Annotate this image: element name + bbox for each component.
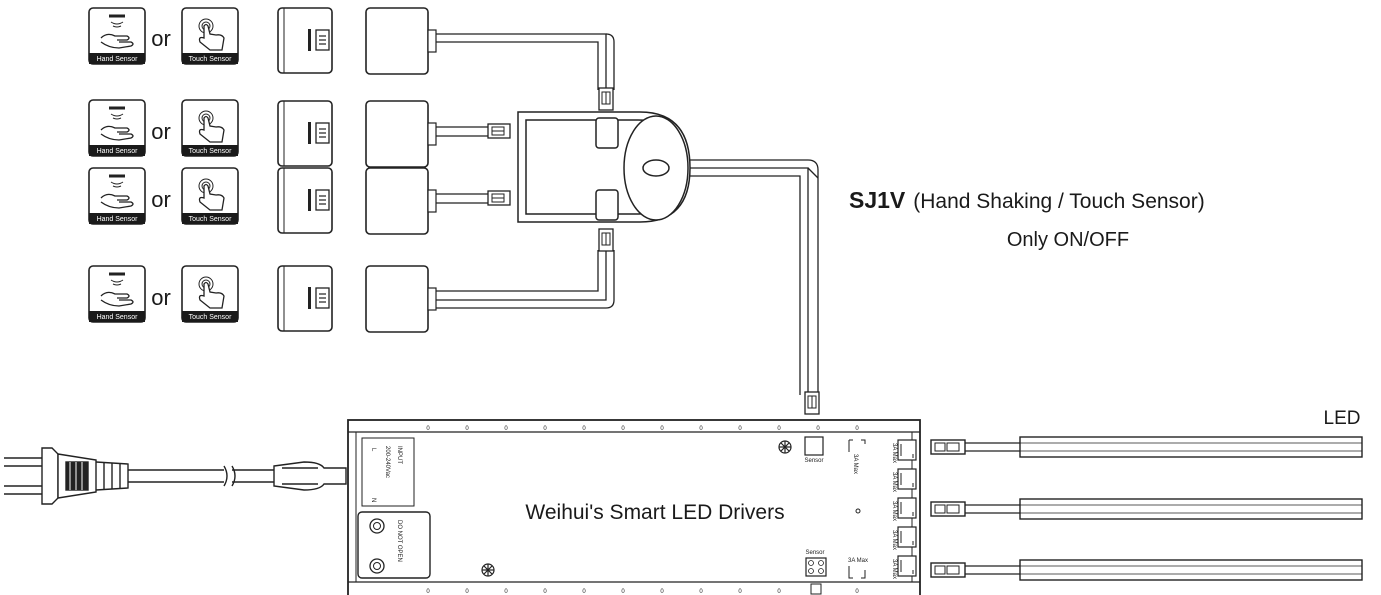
sj1v-hub xyxy=(517,111,691,223)
model-description: (Hand Shaking / Touch Sensor) xyxy=(913,190,1204,213)
do-not-open-panel: DO NOT OPEN xyxy=(357,511,431,579)
or-text: or xyxy=(151,285,171,310)
led-strip-2 xyxy=(930,498,1363,520)
sensor-port-bottom: Sensor xyxy=(805,550,827,595)
power-plug xyxy=(4,447,347,505)
connector-plug xyxy=(598,228,614,252)
sensor-row-1: Hand Sensor or Touch Sensor xyxy=(87,6,437,75)
sensor-front-view xyxy=(277,7,333,74)
output-port xyxy=(897,439,917,461)
screw-mark: 0 xyxy=(660,426,664,432)
sensor-front-view xyxy=(277,100,333,167)
screw-mark: 0 xyxy=(777,426,781,432)
sensor-cables xyxy=(436,33,615,309)
sensor-row-4: Hand Sensor or Touch Sensor xyxy=(87,264,437,333)
led-strip-3 xyxy=(930,559,1363,581)
hub-to-driver-cable xyxy=(690,159,819,395)
sensor-port-top: Sensor xyxy=(804,436,824,464)
output-max-label: 3A Max xyxy=(891,443,897,463)
screw-mark: 0 xyxy=(465,589,469,595)
screw-mark: 0 xyxy=(621,426,625,432)
led-connector xyxy=(930,562,966,578)
input-label: INPUT xyxy=(396,446,402,464)
input-terminal: INPUT 200-240Vac L N xyxy=(361,437,415,507)
output-max-label: 3A Max xyxy=(891,530,897,550)
screw-mark: 0 xyxy=(660,589,664,595)
sensor-side-view xyxy=(365,7,437,75)
driver-title: Weihui's Smart LED Drivers xyxy=(525,501,784,524)
led-driver: 0 0 0 0 0 0 0 0 0 0 0 0 0 0 0 0 0 0 0 0 … xyxy=(347,419,921,595)
sensor-port-label: Sensor xyxy=(805,550,824,556)
led-connector xyxy=(930,439,966,455)
screw-mark: 0 xyxy=(699,589,703,595)
sensor-front-view xyxy=(277,265,333,332)
max-port-label: 3A Max xyxy=(848,558,868,564)
input-n: N xyxy=(370,498,376,502)
screw-mark: 0 xyxy=(426,589,430,595)
screw-mark: 0 xyxy=(582,426,586,432)
or-text: or xyxy=(151,26,171,51)
connector-plug xyxy=(487,123,511,139)
screw-mark: 0 xyxy=(777,589,781,595)
top-screw-marks: 0 0 0 0 0 0 0 0 0 0 0 0 xyxy=(426,426,859,432)
vent-icon xyxy=(481,563,495,577)
screw-mark: 0 xyxy=(855,589,859,595)
hand-sensor-label: Hand Sensor xyxy=(97,56,139,63)
output-port xyxy=(897,555,917,577)
screw-mark: 0 xyxy=(543,589,547,595)
sensor-front-view xyxy=(277,167,333,234)
screw-mark: 0 xyxy=(465,426,469,432)
do-not-open-label: DO NOT OPEN xyxy=(396,520,402,562)
output-max-label: 3A Max xyxy=(891,501,897,521)
screw-mark: 0 xyxy=(816,426,820,432)
connector-plug xyxy=(487,190,511,206)
hand-sensor-label: Hand Sensor xyxy=(97,314,139,321)
connector-plug xyxy=(598,87,614,111)
output-port xyxy=(897,468,917,490)
input-voltage: 200-240Vac xyxy=(384,446,390,478)
output-max-label: 3A Max xyxy=(891,559,897,579)
screw-mark: 0 xyxy=(855,426,859,432)
hand-sensor-label: Hand Sensor xyxy=(97,148,139,155)
max-port-top: 3A Max xyxy=(848,439,866,474)
sensor-row-3: Hand Sensor or Touch Sensor xyxy=(87,166,437,235)
output-port xyxy=(897,497,917,519)
led-connector xyxy=(930,501,966,517)
screw-mark: 0 xyxy=(621,589,625,595)
vent-icon xyxy=(778,440,792,454)
screw-mark: 0 xyxy=(543,426,547,432)
touch-sensor-label: Touch Sensor xyxy=(189,314,232,321)
output-max-label: 3A Max xyxy=(891,472,897,492)
led-label: LED xyxy=(1324,408,1361,429)
product-title: SJ1V (Hand Shaking / Touch Sensor) xyxy=(849,187,1205,213)
screw-mark: 0 xyxy=(426,426,430,432)
max-port-label: 3A Max xyxy=(852,454,858,474)
touch-sensor-label: Touch Sensor xyxy=(189,148,232,155)
max-port-bottom: 3A Max xyxy=(848,558,868,579)
mode-text: Only ON/OFF xyxy=(1007,229,1129,251)
sensor-row-2: Hand Sensor or Touch Sensor xyxy=(87,98,437,168)
screw-mark: 0 xyxy=(738,426,742,432)
screw-mark: 0 xyxy=(738,589,742,595)
hand-sensor-label: Hand Sensor xyxy=(97,216,139,223)
sensor-side-view xyxy=(365,265,437,333)
sensor-side-view xyxy=(365,100,437,168)
led-strip-1 xyxy=(930,436,1363,458)
input-l: L xyxy=(370,448,376,452)
screw-mark: 0 xyxy=(504,589,508,595)
touch-sensor-label: Touch Sensor xyxy=(189,56,232,63)
output-ports: 3A Max 3A Max 3A Max 3A Max 3A Max xyxy=(891,439,917,579)
connector-plug xyxy=(804,391,820,415)
or-text: or xyxy=(151,187,171,212)
touch-sensor-label: Touch Sensor xyxy=(189,216,232,223)
screw-mark: 0 xyxy=(504,426,508,432)
output-port xyxy=(897,526,917,548)
screw-mark: 0 xyxy=(582,589,586,595)
or-text: or xyxy=(151,119,171,144)
sensor-port-label: Sensor xyxy=(804,458,823,464)
sensor-side-view xyxy=(365,167,437,235)
model-name: SJ1V xyxy=(849,187,906,213)
screw-mark: 0 xyxy=(699,426,703,432)
